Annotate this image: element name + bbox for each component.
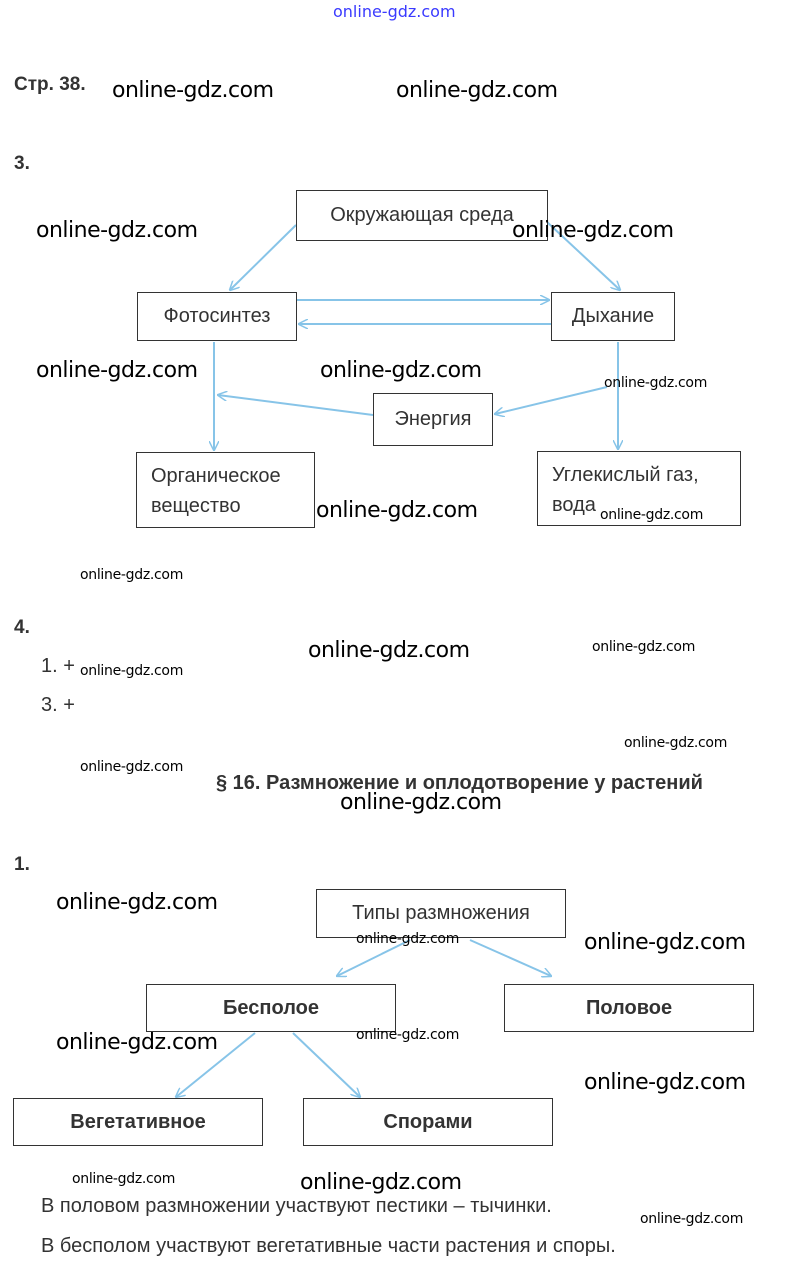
watermark: online-gdz.com — [600, 507, 704, 523]
node-photosynthesis: Фотосинтез — [137, 292, 297, 341]
watermark: online-gdz.com — [72, 1171, 176, 1187]
conclusion-line-1: В половом размножении участвуют пестики … — [41, 1195, 552, 1217]
watermark: online-gdz.com — [36, 218, 198, 243]
node-organic-line2: вещество — [151, 495, 241, 517]
watermark: online-gdz.com — [56, 890, 218, 915]
watermark: online-gdz.com — [624, 735, 728, 751]
arrow-env-photo — [230, 224, 297, 290]
watermark: online-gdz.com — [320, 358, 482, 383]
watermark: online-gdz.com — [592, 639, 696, 655]
node-vegetative: Вегетативное — [13, 1098, 263, 1146]
watermark: online-gdz.com — [112, 78, 274, 103]
watermark: online-gdz.com — [308, 638, 470, 663]
node-co2-water: Углекислый газ, вода — [537, 451, 741, 526]
node-spores: Спорами — [303, 1098, 553, 1146]
node-reproduction-types: Типы размножения — [316, 889, 566, 938]
watermark: online-gdz.com — [640, 1211, 744, 1227]
node-co2-line1: Углекислый газ, — [552, 464, 699, 486]
arrow-resp-energy — [495, 386, 608, 414]
task-3-number: 3. — [14, 153, 30, 174]
task-4-number: 4. — [14, 617, 30, 638]
watermark: online-gdz.com — [80, 567, 184, 583]
watermark: online-gdz.com — [36, 358, 198, 383]
watermark: online-gdz.com — [80, 663, 184, 679]
watermark: online-gdz.com — [316, 498, 478, 523]
arrow-env-resp — [546, 221, 620, 290]
conclusion-line-2: В бесполом участвуют вегетативные части … — [41, 1235, 616, 1257]
node-co2-line2: вода — [552, 494, 596, 516]
watermark: online-gdz.com — [333, 2, 456, 21]
node-environment: Окружающая среда — [296, 190, 548, 241]
watermark: online-gdz.com — [356, 931, 460, 947]
watermark: online-gdz.com — [80, 759, 184, 775]
node-respiration: Дыхание — [551, 292, 675, 341]
arrow-energy-left — [218, 395, 374, 416]
node-organic-line1: Органическое — [151, 465, 281, 487]
watermark: online-gdz.com — [56, 1030, 218, 1055]
arrow-asexual-vegetative — [176, 1032, 256, 1097]
node-energy: Энергия — [373, 393, 493, 446]
watermark: online-gdz.com — [340, 790, 502, 815]
watermark: online-gdz.com — [396, 78, 558, 103]
page-reference: Стр. 38. — [14, 74, 86, 95]
watermark: online-gdz.com — [356, 1027, 460, 1043]
watermark: online-gdz.com — [300, 1170, 462, 1195]
watermark: online-gdz.com — [604, 375, 708, 391]
answer-3: 3. + — [41, 694, 75, 716]
arrow-types-sexual — [469, 939, 551, 976]
node-organic-matter: Органическое вещество — [136, 452, 315, 528]
answer-1: 1. + — [41, 655, 75, 677]
node-sexual: Половое — [504, 984, 754, 1032]
arrow-asexual-spores — [292, 1032, 360, 1097]
arrow-types-asexual — [337, 939, 411, 976]
section-title: § 16. Размножение и оплодотворение у рас… — [216, 772, 703, 794]
watermark: online-gdz.com — [584, 1070, 746, 1095]
watermark: online-gdz.com — [512, 218, 674, 243]
task-1-number: 1. — [14, 854, 30, 875]
watermark: online-gdz.com — [584, 930, 746, 955]
node-asexual: Бесполое — [146, 984, 396, 1032]
